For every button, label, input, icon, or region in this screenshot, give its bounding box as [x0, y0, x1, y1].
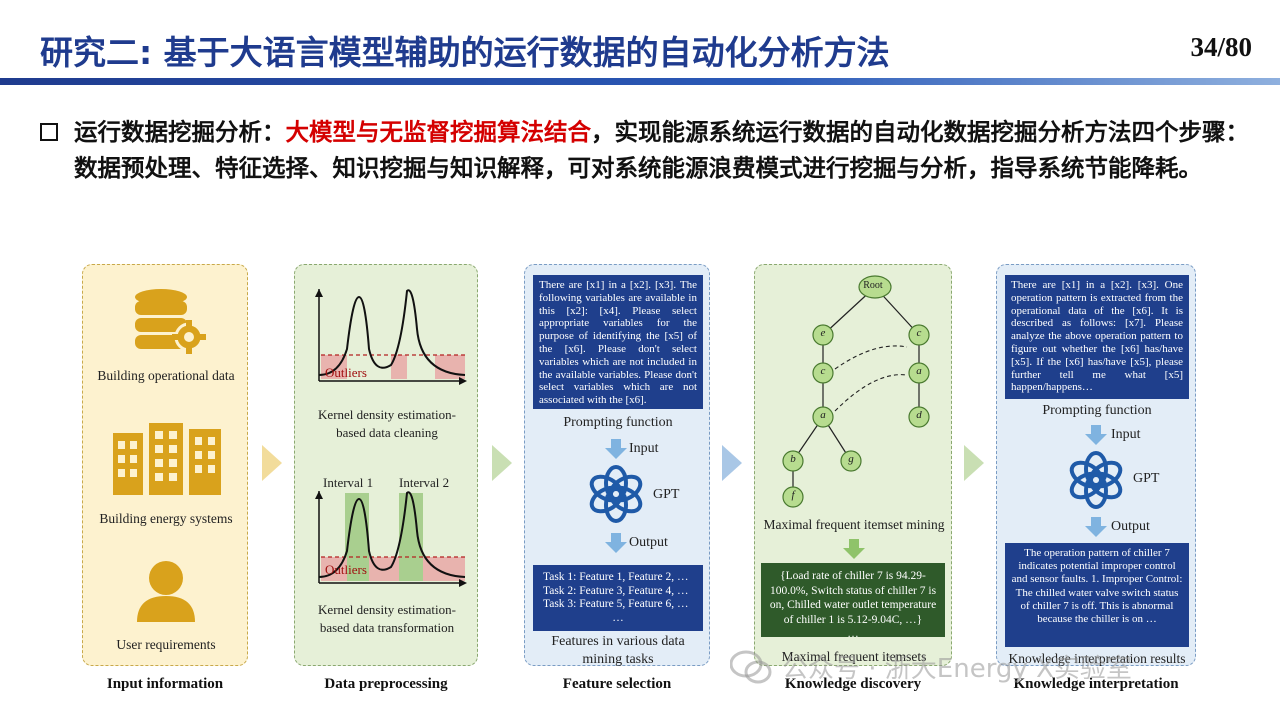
interpretation-prompt-box: There are [x1] in a [x2]. [x3]. One oper…: [1005, 275, 1189, 399]
feature-input-label: Input: [629, 441, 659, 456]
caption-preprocessing: Data preprocessing: [324, 676, 448, 692]
bullet-highlight: 大模型与无监督挖掘算法结合: [285, 118, 592, 146]
flow-arrow-2: [492, 445, 512, 481]
interpretation-output-label: Output: [1111, 519, 1150, 534]
user-icon: [137, 561, 195, 622]
bullet-lead: 运行数据挖掘分析：: [74, 118, 286, 146]
database-gear-icon: [135, 289, 206, 354]
page-number: 34/80: [1190, 32, 1252, 62]
tree-node: d: [916, 409, 922, 421]
tree-node-root: Root: [863, 280, 883, 291]
input-item-energy-systems: Building energy systems: [99, 511, 233, 526]
kde-transformation-plot: [315, 491, 467, 587]
tree-node: e: [820, 327, 826, 339]
tree-node: c: [916, 327, 922, 339]
tree-node: g: [848, 453, 854, 465]
feature-prompting-label: Prompting function: [563, 415, 673, 430]
input-item-operational-data: Building operational data: [97, 368, 235, 383]
bullet-block: 运行数据挖掘分析：大模型与无监督挖掘算法结合，实现能源系统运行数据的自动化数据挖…: [40, 114, 1255, 186]
feature-gpt-label: GPT: [653, 487, 680, 502]
title-bar: 研究二: 基于大语言模型辅助的运行数据的自动化分析方法 34/80: [0, 0, 1280, 90]
feature-output-label: Output: [629, 535, 668, 550]
title-underline: [0, 78, 1280, 85]
interpretation-prompting-label: Prompting function: [1042, 403, 1152, 418]
knowledge-desc: Maximal frequent itemsets: [781, 649, 927, 664]
down-arrow-icon: [605, 533, 627, 553]
tree-node: c: [820, 365, 826, 377]
feature-selection-panel: There are [x1] in a [x2]. [x3]. The foll…: [524, 264, 710, 667]
feature-prompt-box: There are [x1] in a [x2]. [x3]. The foll…: [533, 275, 703, 409]
bullet-text: 运行数据挖掘分析：大模型与无监督挖掘算法结合，实现能源系统运行数据的自动化数据挖…: [74, 114, 1255, 186]
gpt-logo-icon: [589, 465, 643, 523]
itemset-tree-diagram: [782, 275, 930, 508]
preprocessing-panel: Outliers Kernel density estimation-based…: [294, 264, 478, 666]
mining-label: Maximal frequent itemset mining: [763, 517, 945, 532]
caption-knowledge: Knowledge discovery: [784, 676, 922, 692]
knowledge-interpretation-panel: There are [x1] in a [x2]. [x3]. One oper…: [996, 264, 1196, 666]
flow-arrow-4: [964, 445, 984, 481]
outliers-label-1: Outliers: [325, 365, 367, 380]
bullet-rest: ，实现能源系统运行数据的自动化数据挖掘分析方法四个步骤：数据预处理、特征选择、知…: [74, 118, 1249, 182]
tree-node: a: [820, 409, 826, 421]
gpt-logo-icon: [1069, 451, 1123, 509]
slide-title: 研究二: 基于大语言模型辅助的运行数据的自动化分析方法: [40, 33, 890, 72]
feature-task-box: Task 1: Feature 1, Feature 2, … Task 2: …: [533, 565, 703, 631]
task-line: Task 3: Feature 5, Feature 6, …: [543, 598, 689, 610]
interpretation-desc: Knowledge interpretation results: [1008, 651, 1186, 666]
task-line: Task 2: Feature 3, Feature 4, …: [543, 584, 689, 597]
interpretation-gpt-label: GPT: [1133, 471, 1160, 486]
watermark: 公众号 · 浙大Energy X实验室: [782, 654, 1132, 684]
tree-node: b: [790, 453, 796, 465]
kde-cleaning-plot: [315, 289, 467, 385]
interpretation-result-box: The operation pattern of chiller 7 indic…: [1005, 543, 1189, 647]
workflow-figure: Building operational data Building e: [80, 262, 1200, 700]
feature-desc: Features in various data mining tasks: [551, 634, 685, 667]
tree-node: a: [916, 365, 922, 377]
interpretation-input-label: Input: [1111, 427, 1141, 442]
itemset-text: {Load rate of chiller 7 is 94.29-100.0%,…: [769, 570, 937, 626]
input-panel: Building operational data Building e: [82, 264, 248, 666]
flow-arrow-1: [262, 445, 282, 481]
interval-2-label: Interval 2: [399, 475, 450, 490]
task-line: Task 1: Feature 1, Feature 2, …: [543, 571, 689, 583]
itemset-box: {Load rate of chiller 7 is 94.29-100.0%,…: [761, 563, 945, 640]
square-bullet-icon: [40, 123, 58, 141]
down-arrow-icon: [1085, 425, 1107, 445]
down-arrow-icon: [843, 539, 865, 559]
itemset-more: …: [847, 628, 859, 640]
tree-node: f: [791, 489, 795, 501]
caption-input: Input information: [106, 676, 224, 692]
flow-arrow-3: [722, 445, 742, 481]
down-arrow-icon: [605, 439, 627, 459]
wechat-logo-icon: [730, 650, 772, 684]
input-item-user-requirements: User requirements: [116, 637, 216, 652]
caption-feature: Feature selection: [562, 676, 672, 692]
kde-transformation-desc: Kernel density estimation-based data tra…: [318, 602, 456, 635]
knowledge-discovery-panel: Root e c c a a d b g f Maximal frequent …: [754, 264, 952, 666]
caption-interpretation: Knowledge interpretation: [1013, 676, 1179, 692]
interval-1-label: Interval 1: [323, 475, 374, 490]
kde-cleaning-desc: Kernel density estimation-based data cle…: [318, 407, 456, 440]
buildings-icon: [113, 423, 221, 495]
down-arrow-icon: [1085, 517, 1107, 537]
task-line: …: [612, 611, 624, 624]
outliers-label-2: Outliers: [325, 562, 367, 577]
